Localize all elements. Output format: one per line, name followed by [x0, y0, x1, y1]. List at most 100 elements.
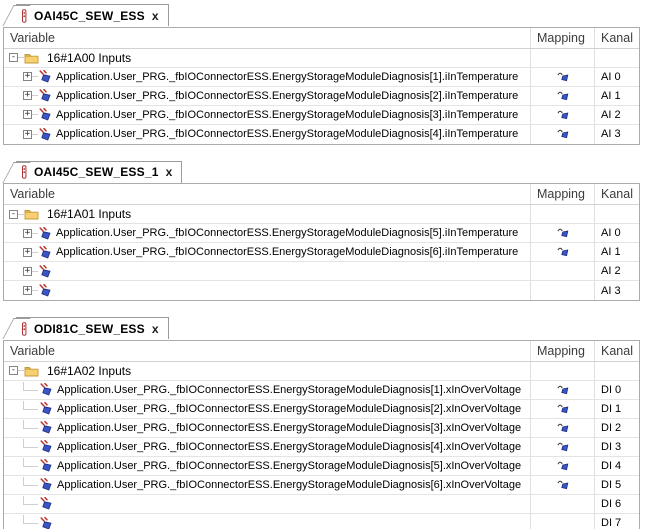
variable-cell[interactable]: + Application.User_PRG._fbIOConnectorESS…	[4, 106, 530, 124]
column-header-variable: Variable	[10, 187, 55, 201]
mapping-cell	[530, 105, 594, 124]
input-variable-icon	[38, 226, 52, 240]
variable-path: Application.User_PRG._fbIOConnectorESS.E…	[57, 383, 522, 396]
kanal-label: DI 1	[601, 402, 622, 415]
kanal-cell: DI 0	[594, 380, 639, 399]
variable-cell[interactable]: Application.User_PRG._fbIOConnectorESS.E…	[4, 400, 530, 418]
mapping-arrow-icon	[556, 71, 570, 83]
variable-cell[interactable]: Application.User_PRG._fbIOConnectorESS.E…	[4, 381, 530, 399]
expand-expander-icon[interactable]: +	[23, 90, 32, 100]
kanal-cell: DI 4	[594, 456, 639, 475]
tree-connector	[18, 370, 24, 371]
kanal-cell: AI 1	[594, 86, 639, 105]
variable-row[interactable]: Application.User_PRG._fbIOConnectorESS.E…	[4, 418, 639, 438]
variable-row[interactable]: + Application.User_PRG._fbIOConnectorESS…	[4, 105, 639, 125]
input-variable-icon	[39, 402, 53, 415]
mapping-cell	[530, 418, 594, 437]
mapping-arrow-icon	[556, 128, 570, 140]
variable-row[interactable]: + Application.User_PRG._fbIOConnectorESS…	[4, 67, 639, 87]
expand-expander-icon[interactable]: +	[23, 246, 32, 257]
kanal-label: AI 2	[601, 108, 621, 121]
tree-elbow	[23, 438, 38, 448]
variable-path: Application.User_PRG._fbIOConnectorESS.E…	[57, 459, 522, 472]
collapse-expander-icon[interactable]: -	[9, 365, 18, 375]
table-header-row: Variable Mapping Kanal	[4, 340, 639, 362]
variable-cell[interactable]: Application.User_PRG._fbIOConnectorESS.E…	[4, 419, 530, 437]
column-header-kanal: Kanal	[594, 27, 639, 48]
variable-cell[interactable]: + Application.User_PRG._fbIOConnectorESS…	[4, 68, 530, 86]
variable-cell[interactable]: +	[4, 262, 530, 280]
tree-connector	[32, 114, 38, 115]
mapping-cell	[530, 262, 594, 280]
column-header-kanal: Kanal	[594, 340, 639, 361]
variable-path: Application.User_PRG._fbIOConnectorESS.E…	[56, 89, 519, 102]
kanal-label: DI 5	[601, 478, 622, 491]
variable-cell[interactable]: + Application.User_PRG._fbIOConnectorESS…	[4, 125, 530, 144]
variable-row[interactable]: + Application.User_PRG._fbIOConnectorESS…	[4, 243, 639, 262]
variable-row[interactable]: + Application.User_PRG._fbIOConnectorESS…	[4, 224, 639, 243]
mapping-arrow-icon	[556, 441, 570, 453]
variable-path: Application.User_PRG._fbIOConnectorESS.E…	[57, 478, 522, 491]
variable-row[interactable]: DI 6	[4, 494, 639, 514]
device-tab[interactable]: OAI45C_SEW_ESS_1 x	[16, 160, 183, 183]
variable-cell[interactable]: Application.User_PRG._fbIOConnectorESS.E…	[4, 476, 530, 494]
kanal-label: DI 0	[601, 383, 622, 396]
kanal-label: DI 6	[601, 497, 622, 510]
mapping-cell	[530, 67, 594, 86]
tab-close-icon[interactable]: x	[151, 321, 159, 336]
variable-path: Application.User_PRG._fbIOConnectorESS.E…	[56, 227, 519, 239]
group-label: 16#1A00 Inputs	[47, 50, 132, 65]
tree-connector	[32, 95, 38, 96]
tab-close-icon[interactable]: x	[151, 8, 159, 23]
kanal-cell: AI 0	[594, 224, 639, 242]
tree-connector	[32, 76, 38, 77]
variable-row[interactable]: + AI 2	[4, 262, 639, 281]
kanal-label: AI 0	[601, 227, 621, 239]
tree-connector	[18, 57, 24, 58]
kanal-cell: DI 3	[594, 437, 639, 456]
variable-row[interactable]: + AI 3	[4, 281, 639, 300]
variable-row[interactable]: Application.User_PRG._fbIOConnectorESS.E…	[4, 437, 639, 457]
kanal-label: AI 0	[601, 70, 621, 83]
collapse-expander-icon[interactable]: -	[9, 52, 18, 62]
variable-cell[interactable]	[4, 514, 530, 529]
variable-row[interactable]: + Application.User_PRG._fbIOConnectorESS…	[4, 124, 639, 144]
variable-row[interactable]: Application.User_PRG._fbIOConnectorESS.E…	[4, 475, 639, 495]
mapping-cell	[530, 475, 594, 494]
expand-expander-icon[interactable]: +	[23, 265, 32, 276]
variable-cell[interactable]: + Application.User_PRG._fbIOConnectorESS…	[4, 224, 530, 242]
expand-expander-icon[interactable]: +	[23, 227, 32, 238]
group-row[interactable]: - 16#1A01 Inputs	[4, 205, 639, 224]
device-panel: ODI81C_SEW_ESS x Variable Mapping Kanal …	[3, 317, 640, 529]
variable-path: Application.User_PRG._fbIOConnectorESS.E…	[56, 70, 519, 83]
expand-expander-icon[interactable]: +	[23, 71, 32, 81]
variable-cell[interactable]	[4, 495, 530, 513]
variable-path: Application.User_PRG._fbIOConnectorESS.E…	[56, 246, 519, 258]
expand-expander-icon[interactable]: +	[23, 285, 32, 295]
mapping-cell	[530, 243, 594, 261]
group-label: 16#1A02 Inputs	[47, 363, 132, 378]
variable-row[interactable]: Application.User_PRG._fbIOConnectorESS.E…	[4, 456, 639, 476]
variable-row[interactable]: + Application.User_PRG._fbIOConnectorESS…	[4, 86, 639, 106]
column-header-variable: Variable	[10, 30, 55, 45]
tree-elbow	[23, 400, 38, 410]
variable-cell[interactable]: Application.User_PRG._fbIOConnectorESS.E…	[4, 438, 530, 456]
variable-cell[interactable]: Application.User_PRG._fbIOConnectorESS.E…	[4, 457, 530, 475]
tab-close-icon[interactable]: x	[165, 165, 173, 179]
device-tab[interactable]: OAI45C_SEW_ESS x	[16, 4, 169, 26]
variable-cell[interactable]: +	[4, 281, 530, 300]
variable-cell[interactable]: + Application.User_PRG._fbIOConnectorESS…	[4, 87, 530, 105]
mapping-arrow-icon	[556, 227, 570, 239]
group-row[interactable]: - 16#1A02 Inputs	[4, 361, 639, 381]
expand-expander-icon[interactable]: +	[23, 109, 32, 119]
variable-cell[interactable]: + Application.User_PRG._fbIOConnectorESS…	[4, 243, 530, 261]
device-tab[interactable]: ODI81C_SEW_ESS x	[16, 317, 169, 339]
expand-expander-icon[interactable]: +	[23, 128, 32, 139]
variable-row[interactable]: DI 7	[4, 513, 639, 529]
collapse-expander-icon[interactable]: -	[9, 208, 18, 219]
variable-row[interactable]: Application.User_PRG._fbIOConnectorESS.E…	[4, 399, 639, 419]
kanal-cell: AI 0	[594, 67, 639, 86]
variable-row[interactable]: Application.User_PRG._fbIOConnectorESS.E…	[4, 380, 639, 400]
group-row[interactable]: - 16#1A00 Inputs	[4, 48, 639, 68]
kanal-label: AI 3	[601, 128, 621, 140]
